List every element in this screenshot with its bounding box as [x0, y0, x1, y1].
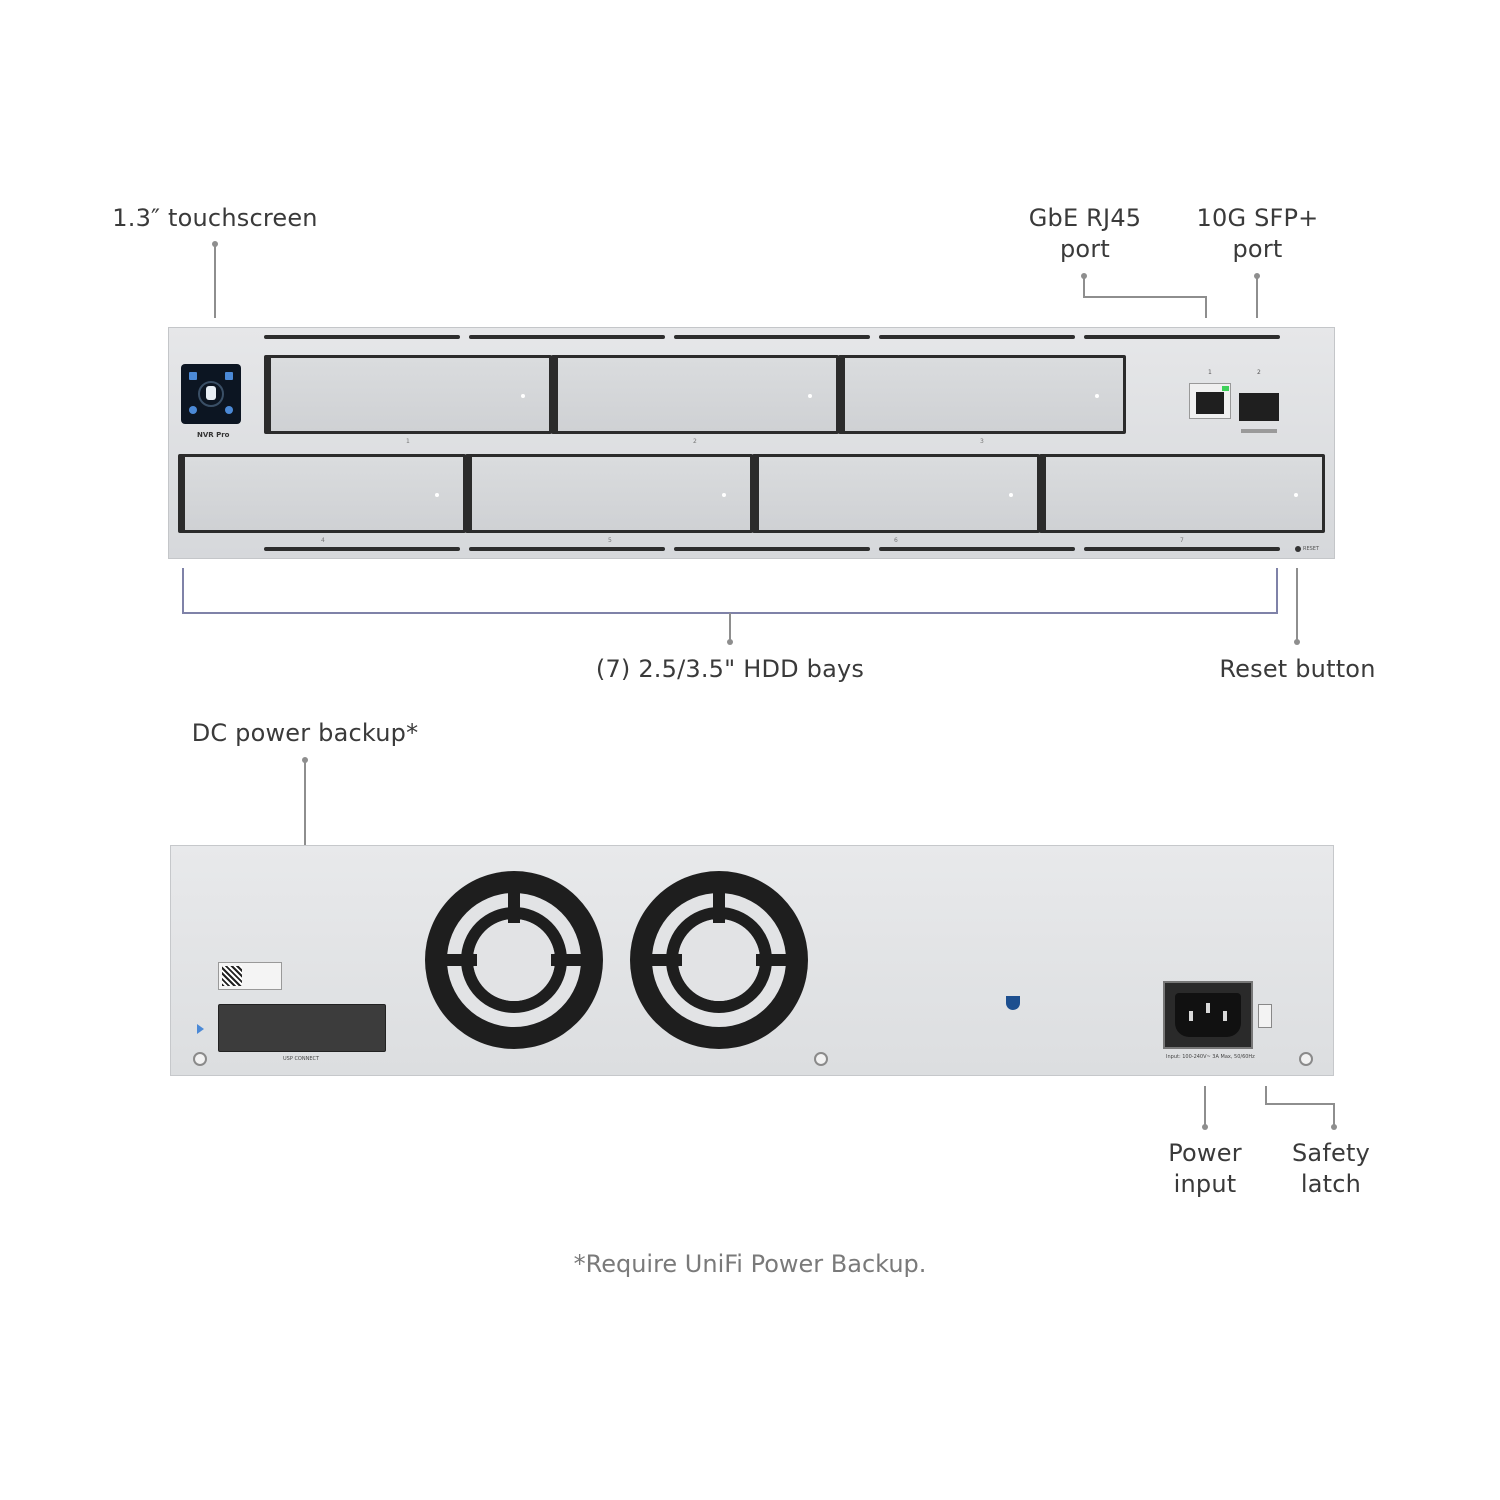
- label-sfp-line2: port: [1232, 235, 1283, 263]
- hdd-bay[interactable]: [551, 355, 839, 434]
- hdd-bay[interactable]: [178, 454, 466, 533]
- rj45-port[interactable]: [1189, 383, 1231, 419]
- power-input-socket[interactable]: [1163, 981, 1253, 1049]
- touchscreen-icon: [198, 381, 224, 407]
- label-reset-button: Reset button: [1219, 655, 1376, 683]
- reset-button[interactable]: [1295, 546, 1301, 552]
- reset-label: RESET: [1303, 546, 1320, 552]
- hdd-bay[interactable]: [1039, 454, 1325, 533]
- front-panel: NVR Pro 1 2 3 4 5 6 7 1 2 RESET: [168, 327, 1335, 559]
- power-rating: Input: 100-240V~ 3A Max, 50/60Hz: [1166, 1054, 1255, 1060]
- label-power-input: Power input: [1150, 1138, 1260, 1200]
- bay-number: 3: [980, 438, 984, 445]
- label-sfp-port: 10G SFP+ port: [1185, 203, 1330, 265]
- ubiquiti-logo-icon: [1006, 996, 1020, 1010]
- label-latch-line2: latch: [1300, 1170, 1362, 1198]
- bay-number: 1: [406, 438, 410, 445]
- screw-icon: [814, 1052, 828, 1066]
- screen-dot-icon: [225, 372, 233, 380]
- label-power-line2: input: [1173, 1170, 1237, 1198]
- dc-power-backup-port[interactable]: [218, 1004, 386, 1052]
- port-number: 1: [1208, 369, 1212, 376]
- bay-number: 5: [608, 537, 612, 544]
- label-dc-power-backup: DC power backup*: [191, 719, 419, 747]
- label-sfp-line1: 10G SFP+: [1196, 204, 1319, 232]
- screen-dot-icon: [189, 372, 197, 380]
- touchscreen[interactable]: [181, 364, 241, 424]
- vent-slot: [674, 335, 870, 339]
- label-power-line1: Power: [1168, 1139, 1242, 1167]
- label-rj45-port: GbE RJ45 port: [1010, 203, 1160, 265]
- safety-latch[interactable]: [1258, 1004, 1272, 1028]
- hdd-bay[interactable]: [838, 355, 1126, 434]
- fan-icon: [630, 871, 808, 1049]
- rear-panel: USP CONNECT Input: 100-240V~ 3A Max, 50/: [170, 845, 1334, 1076]
- vent-slot: [469, 335, 665, 339]
- vent-slot: [879, 547, 1075, 551]
- vent-slot: [264, 547, 460, 551]
- label-rj45-line1: GbE RJ45: [1028, 204, 1142, 232]
- hdd-bay[interactable]: [465, 454, 753, 533]
- screw-icon: [1299, 1052, 1313, 1066]
- vent-slot: [469, 547, 665, 551]
- serial-label: [218, 962, 282, 990]
- hdd-bay[interactable]: [264, 355, 552, 434]
- screw-icon: [193, 1052, 207, 1066]
- vent-slot: [879, 335, 1075, 339]
- qr-code-icon: [222, 966, 242, 986]
- lock-icon: [206, 386, 216, 400]
- link-led: [1222, 386, 1229, 391]
- bay-number: 4: [321, 537, 325, 544]
- label-rj45-line2: port: [1060, 235, 1110, 263]
- vent-slot: [264, 335, 460, 339]
- screen-dot-icon: [225, 406, 233, 414]
- model-name: NVR Pro: [197, 431, 230, 439]
- label-safety-latch: Safety latch: [1275, 1138, 1387, 1200]
- sfp-ledge: [1241, 429, 1277, 433]
- label-hdd-bays: (7) 2.5/3.5" HDD bays: [595, 655, 865, 683]
- label-latch-line1: Safety: [1292, 1139, 1370, 1167]
- port-number: 2: [1257, 369, 1261, 376]
- footnote: *Require UniFi Power Backup.: [573, 1250, 927, 1278]
- hdd-bay[interactable]: [752, 454, 1040, 533]
- sfp-port[interactable]: [1239, 393, 1279, 421]
- label-touchscreen: 1.3″ touchscreen: [112, 204, 318, 232]
- usp-connect-label: USP CONNECT: [283, 1056, 320, 1062]
- status-led-icon: [197, 1024, 204, 1034]
- vent-slot: [674, 547, 870, 551]
- bay-number: 7: [1180, 537, 1184, 544]
- vent-slot: [1084, 335, 1280, 339]
- bay-number: 6: [894, 537, 898, 544]
- bay-number: 2: [693, 438, 697, 445]
- screen-dot-icon: [189, 406, 197, 414]
- fan-icon: [425, 871, 603, 1049]
- vent-slot: [1084, 547, 1280, 551]
